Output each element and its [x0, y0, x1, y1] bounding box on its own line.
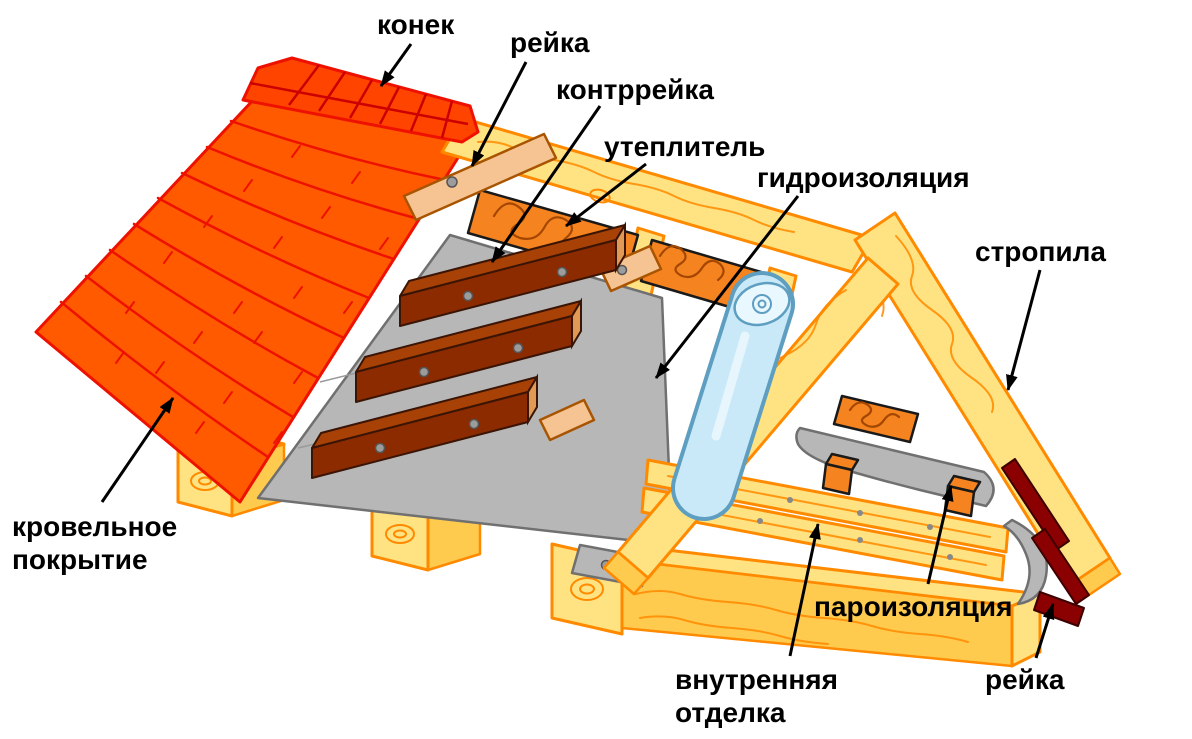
roll-spiral: [757, 299, 767, 309]
ridge-cap: [241, 56, 480, 144]
wood-grain-swirl: [385, 524, 415, 544]
counter-batten-strips: [402, 132, 663, 442]
label-insulation: утеплитель: [604, 131, 766, 162]
tile-row: [156, 196, 371, 300]
arrow-counter-batten: [490, 105, 602, 263]
tile-row: [59, 300, 270, 459]
tile-row: [205, 145, 421, 221]
roll-highlight: [711, 331, 750, 441]
ridge-cap-ribs: [288, 64, 454, 139]
label-ridge: конек: [377, 9, 455, 40]
wood-grain-swirl: [570, 577, 604, 601]
label-waterproofing: гидроизоляция: [757, 162, 970, 193]
annotation-arrows: [100, 43, 1055, 659]
arrow-batten-bottom: [1034, 603, 1055, 659]
arrow-waterproofing: [654, 195, 800, 379]
wood-grain-swirl: [198, 476, 212, 486]
batten-bar: [399, 221, 626, 327]
screw: [616, 264, 628, 276]
batten-strip: [598, 244, 663, 293]
arrow-vapor-barrier: [926, 485, 954, 585]
ridge-cap-fold: [249, 81, 469, 126]
wood-grain-swirl: [579, 583, 595, 595]
label-batten-top: рейка: [510, 27, 590, 58]
label-vapor-barrier: пароизоляция: [814, 591, 1013, 622]
arrow-insulation: [565, 162, 647, 228]
batten-bar: [311, 373, 538, 479]
roll-end: [733, 281, 791, 327]
roof-covering-tiles: [34, 96, 470, 504]
arrow-interior-finish: [788, 523, 821, 657]
batten-bar: [355, 297, 582, 403]
label-counter-batten: контррейка: [556, 74, 714, 105]
arrow-rafters: [1006, 269, 1042, 391]
arrow-batten-top: [470, 61, 528, 167]
label-roof-covering: кровельное покрытие: [12, 511, 178, 576]
batten-strip: [538, 398, 596, 442]
battens: [311, 221, 626, 479]
membrane-roll: [671, 271, 795, 521]
label-rafters: стропила: [975, 236, 1106, 267]
arrow-roof-covering: [100, 397, 175, 503]
label-batten-bottom: рейка: [985, 664, 1065, 695]
tile-row: [229, 119, 447, 182]
roll-spiral: [752, 294, 772, 314]
tile-row: [180, 171, 396, 261]
arrow-ridge: [379, 43, 413, 87]
tile-row: [84, 274, 295, 419]
label-interior-finish: внутренняя отделка: [675, 664, 838, 729]
screw: [446, 176, 458, 188]
batten-strip: [402, 132, 558, 222]
tile-notches: [115, 145, 389, 444]
tile-row: [108, 248, 320, 380]
apex-insulation: [832, 394, 920, 444]
insulation-scribble: [658, 245, 725, 282]
tile-row: [132, 222, 346, 340]
wood-grain-swirl: [393, 529, 407, 539]
battens-red: [1001, 458, 1090, 627]
